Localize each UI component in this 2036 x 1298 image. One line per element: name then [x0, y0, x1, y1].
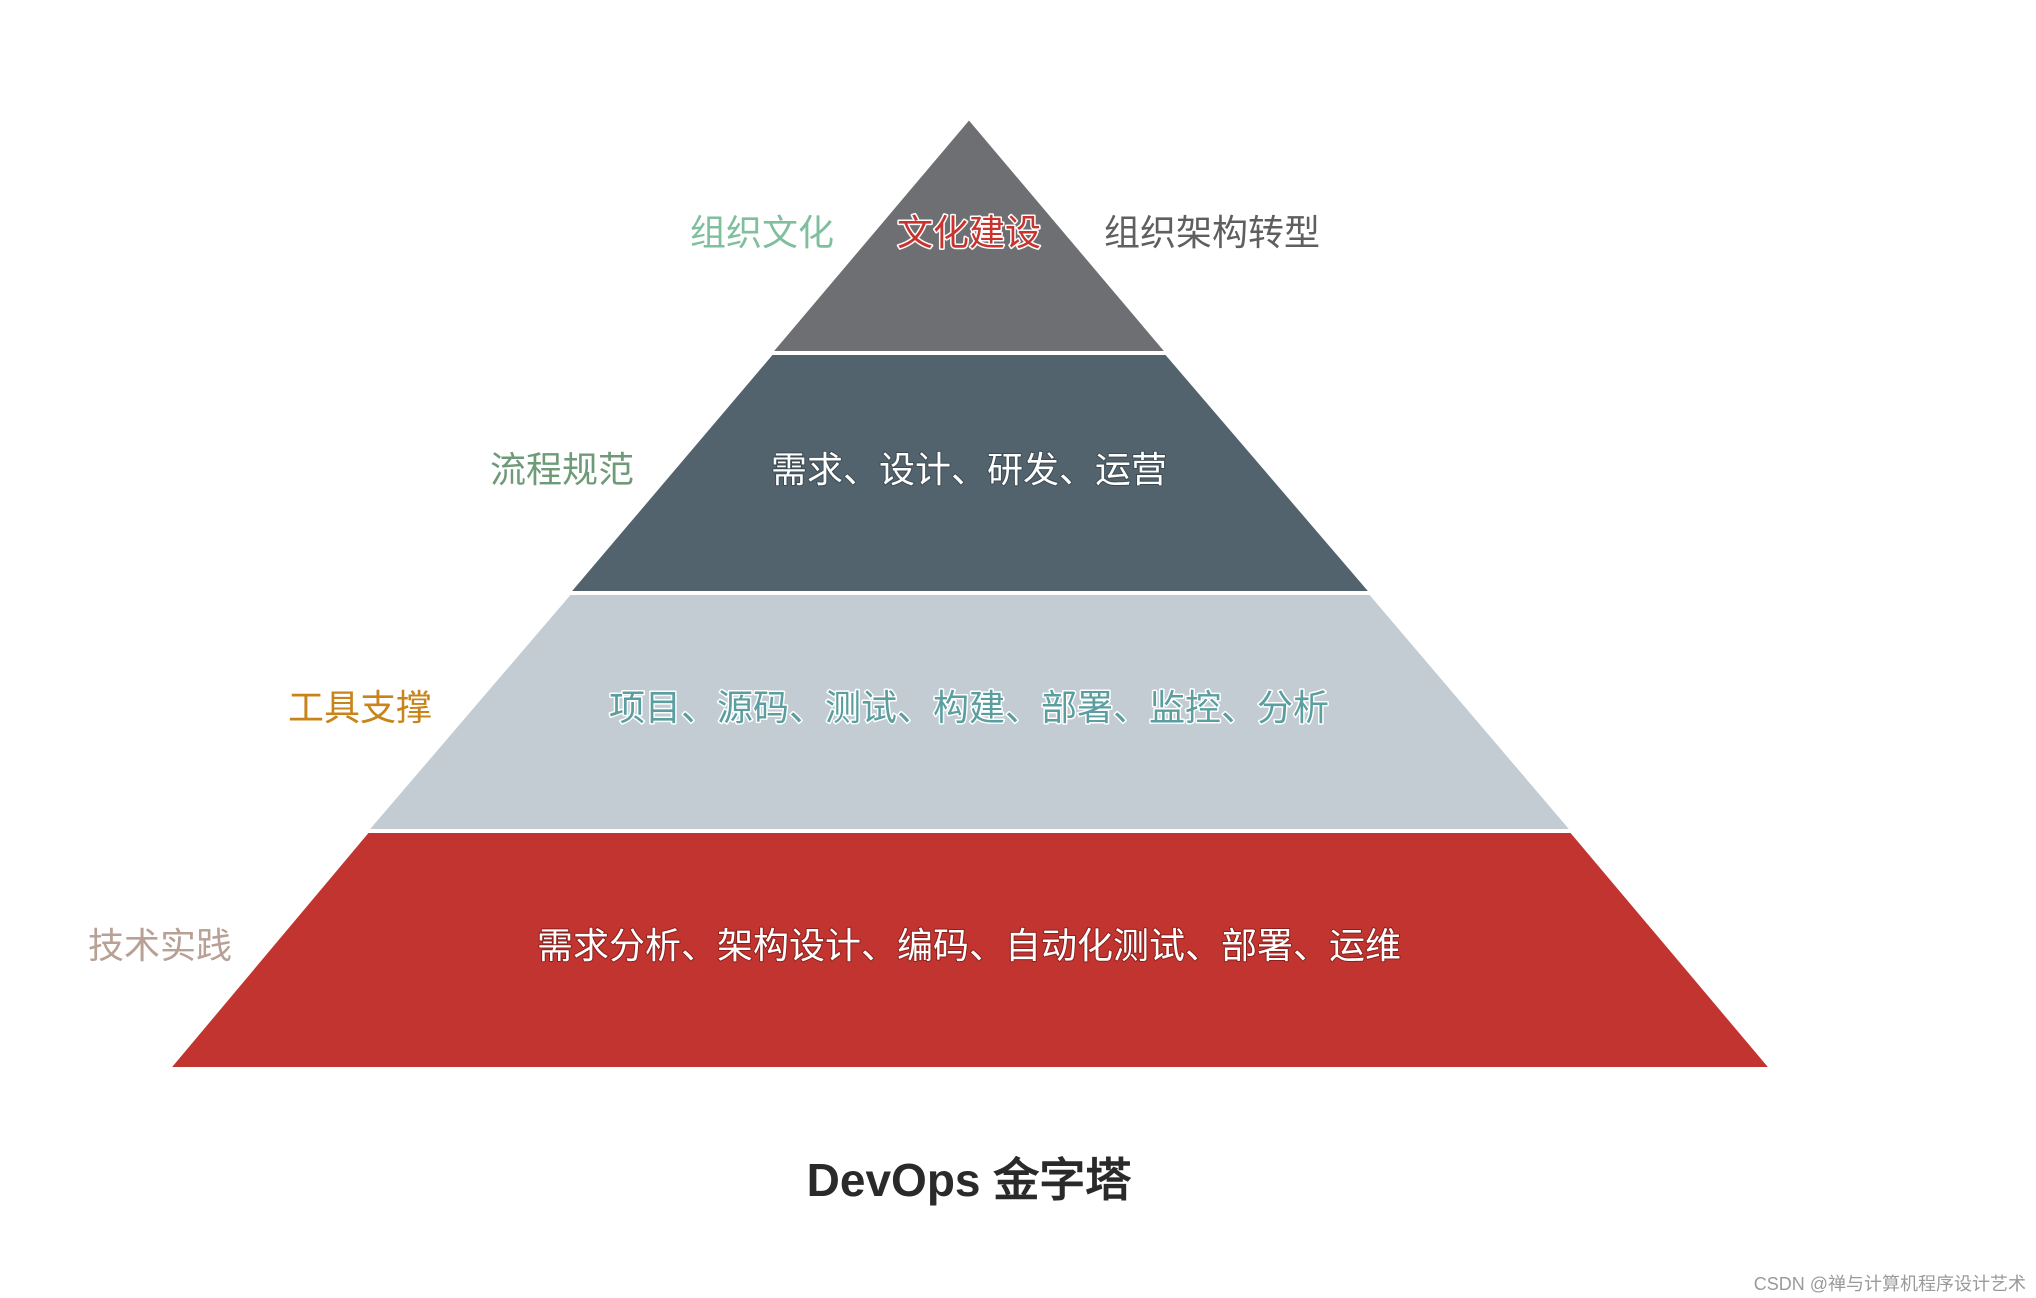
pyramid-level-practice	[167, 831, 1773, 1069]
culture-right-label: 组织架构转型	[1104, 213, 1320, 254]
pyramid-level-culture	[769, 117, 1169, 353]
watermark-text: CSDN @禅与计算机程序设计艺术	[1754, 1274, 2026, 1294]
practice-center-text: 需求分析、架构设计、编码、自动化测试、部署、运维	[537, 926, 1401, 967]
culture-left-label: 组织文化	[690, 213, 834, 254]
pyramid-level-process	[567, 353, 1373, 593]
practice-left-label: 技术实践	[88, 926, 232, 967]
tools-center-text: 项目、源码、测试、构建、部署、监控、分析	[609, 688, 1329, 729]
pyramid-level-tools	[365, 593, 1574, 831]
process-center-text: 需求、设计、研发、运营	[771, 450, 1167, 491]
tools-left-label: 工具支撑	[288, 688, 432, 729]
process-left-label: 流程规范	[490, 450, 634, 491]
culture-center-text: 文化建设	[897, 213, 1041, 254]
diagram-title: DevOps 金字塔	[807, 1154, 1133, 1206]
